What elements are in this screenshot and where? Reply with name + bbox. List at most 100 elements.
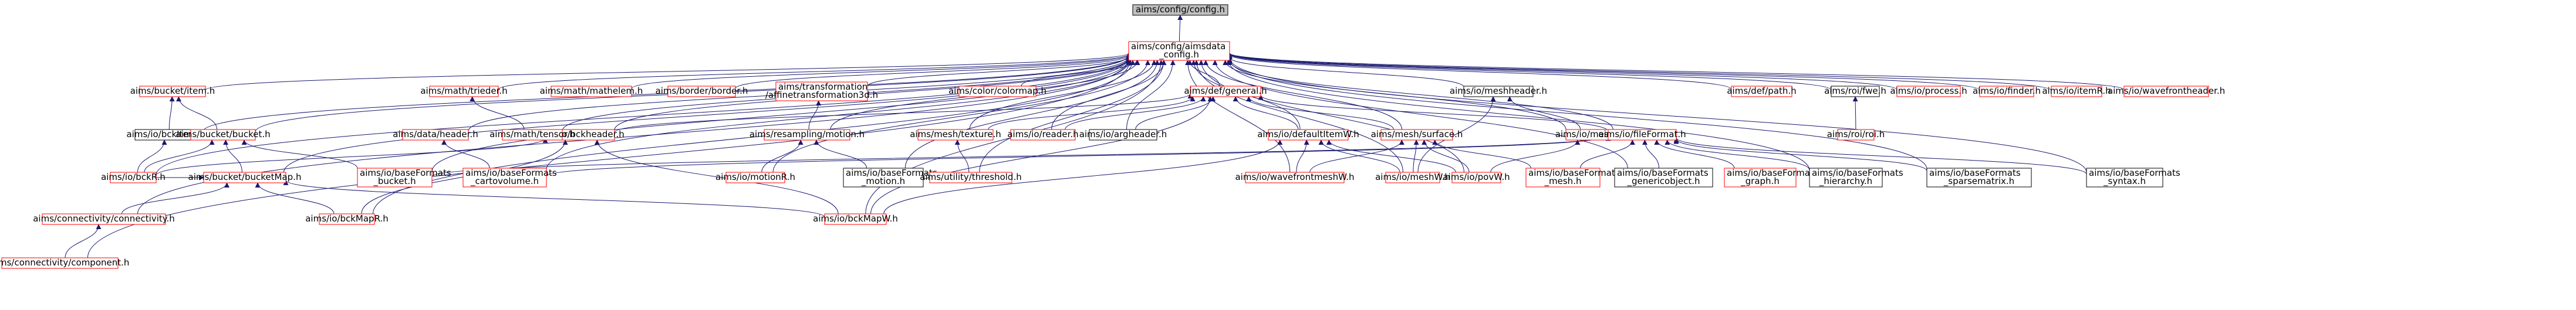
node-wavefrontheader[interactable]: aims/io/wavefrontheader.h — [2108, 86, 2225, 97]
node-iofinder[interactable]: aims/io/finder.h — [1973, 86, 2041, 97]
node-box — [110, 172, 157, 183]
edge-bckheader-to-data — [614, 57, 1132, 130]
node-connectivity[interactable]: aims/connectivity/connectivity.h — [33, 213, 175, 225]
node-colormap[interactable]: aims/color/colormap.h — [948, 86, 1046, 97]
edge-povw-to-defitemw — [1326, 139, 1456, 173]
edge-meshsurface-to-defgeneral — [1246, 96, 1394, 130]
node-mathelem[interactable]: aims/math/mathelem.h — [540, 86, 643, 97]
node-box — [42, 213, 166, 225]
node-box — [824, 213, 887, 225]
node-box — [1268, 129, 1349, 141]
node-label: /affinetransformation3d.h — [765, 90, 878, 100]
node-mathtrieder[interactable]: aims/math/trieder.h — [420, 86, 508, 97]
node-label: aims/def/path.h — [1727, 86, 1796, 96]
node-bfhierarchy[interactable]: aims/io/baseFormats_hierarchy.h — [1809, 168, 1903, 188]
node-label: aims/io/itemR.h — [2042, 86, 2111, 96]
edge-bckmapw-to-bckheader — [594, 139, 839, 214]
node-roiroi[interactable]: aims/roi/roi.h — [1827, 129, 1885, 141]
node-box — [2086, 168, 2163, 188]
node-border[interactable]: aims/border/border.h — [656, 86, 748, 97]
node-label: aims/io/reader.h — [1007, 129, 1078, 139]
node-defgeneral[interactable]: aims/def/general.h — [1184, 86, 1267, 97]
node-box — [1926, 168, 2032, 188]
node-motionr[interactable]: aims/io/motionR.h — [715, 172, 795, 183]
node-label: aims/math/mathelem.h — [540, 86, 643, 96]
node-label: aims/connectivity/component.h — [0, 257, 129, 268]
node-defitemw[interactable]: aims/io/defaultItemW.h — [1257, 129, 1359, 141]
node-bucketitem[interactable]: aims/bucket/item.h — [130, 86, 215, 97]
node-component[interactable]: aims/connectivity/component.h — [0, 257, 129, 269]
edge-argheader-to-data — [1126, 60, 1176, 130]
node-bckmapr[interactable]: aims/io/bckMapR.h — [305, 213, 389, 225]
node-fileformat[interactable]: aims/io/fileFormat.h — [1598, 129, 1686, 141]
node-label: aims/io/baseFormats — [1528, 168, 1620, 178]
node-box — [1, 257, 119, 269]
edge-wavefrontheader-to-data — [1227, 52, 2125, 90]
node-povw[interactable]: aims/io/povW.h — [1443, 172, 1510, 183]
edge-wavefrontmeshw-to-defitemw — [1296, 139, 1309, 173]
node-bfsyntax[interactable]: aims/io/baseFormats_syntax.h — [2086, 168, 2180, 188]
node-mathtensor[interactable]: aims/math/tensor.h — [489, 129, 575, 141]
node-bfmotion[interactable]: aims/io/baseFormats_motion.h — [843, 168, 937, 188]
node-label: aims/config/aimsdata — [1131, 41, 1225, 52]
node-bfgraph[interactable]: aims/io/baseFormats_graph.h — [1724, 168, 1818, 188]
edge-fileformat-to-defgeneral — [1258, 94, 1609, 132]
node-bucket[interactable]: aims/bucket/bucket.h — [175, 129, 271, 141]
edge-bckr-to-bucket — [144, 139, 215, 173]
node-box — [725, 172, 785, 183]
node-bckmapw[interactable]: aims/io/bckMapW.h — [813, 213, 898, 225]
node-meshw[interactable]: aims/io/meshW.h — [1375, 172, 1450, 183]
node-wavefrontmeshw[interactable]: aims/io/wavefrontmeshW.h — [1235, 172, 1355, 183]
edge-defitemw-to-defgeneral — [1233, 96, 1299, 130]
node-affine[interactable]: aims/transformation/affinetransformation… — [765, 81, 878, 101]
node-label: aims/io/process.h — [1890, 86, 1967, 96]
node-bfbucket[interactable]: aims/io/baseFormats_bucket.h — [357, 168, 451, 188]
node-data[interactable]: aims/config/aimsdata_config.h — [1128, 41, 1230, 61]
node-resampmotion[interactable]: aims/resampling/motion.h — [749, 129, 865, 141]
edge-border-to-data — [735, 54, 1132, 89]
node-bfgeneric[interactable]: aims/io/baseFormats_genericobject.h — [1614, 168, 1713, 188]
node-argheader[interactable]: aims/io/argheader.h — [1079, 129, 1167, 141]
edge-meshw-to-meshheader — [1417, 96, 1496, 173]
node-label: aims/mesh/texture.h — [910, 129, 1001, 139]
node-bfmesh[interactable]: aims/io/baseFormats_mesh.h — [1525, 168, 1620, 188]
node-label: aims/io/bckMapW.h — [813, 213, 898, 224]
node-box — [2123, 86, 2209, 97]
node-box — [203, 172, 286, 183]
node-label: _hierarchy.h — [1819, 176, 1872, 187]
edge-meshw-to-data — [1194, 60, 1403, 173]
node-label: aims/data/header.h — [393, 129, 478, 139]
edge-bckmapw-to-defitemw — [883, 139, 1283, 214]
edge-ioreader-to-data — [1051, 60, 1167, 130]
edge-affine-to-data — [867, 56, 1132, 87]
node-bfcartovolume[interactable]: aims/io/baseFormats_cartovolume.h — [462, 168, 557, 188]
node-dataheader[interactable]: aims/data/header.h — [393, 129, 478, 141]
node-bfsparse[interactable]: aims/io/baseFormats_sparsematrix.h — [1926, 168, 2032, 188]
node-box — [1089, 129, 1157, 141]
node-bckitemr[interactable]: aims/io/bckItemR.h — [126, 129, 211, 141]
node-bckr[interactable]: aims/io/bckR.h — [101, 172, 166, 183]
node-meshtexture[interactable]: aims/mesh/texture.h — [910, 129, 1001, 141]
node-box — [402, 129, 469, 141]
edge-argheader-to-defgeneral — [1135, 96, 1216, 130]
edge-bfbucket-to-bucket — [241, 139, 358, 169]
node-roifile[interactable]: aims/roi/fwe.h — [1824, 86, 1886, 97]
node-box — [2051, 86, 2102, 97]
node-ioitemr[interactable]: aims/io/itemR.h — [2042, 86, 2111, 97]
node-meshsurface[interactable]: aims/mesh/surface.h — [1371, 129, 1463, 141]
edge-bfsparse-to-data — [1227, 58, 1927, 169]
node-bucketmap[interactable]: aims/bucket/bucketMap.h — [188, 172, 302, 183]
edge-bucketitem-to-data — [205, 52, 1132, 91]
node-threshold[interactable]: aims/utility/threshold.h — [920, 172, 1022, 183]
node-ioreader[interactable]: aims/io/reader.h — [1007, 129, 1079, 141]
node-label: aims/io/povW.h — [1443, 172, 1510, 182]
edge-fileformat-to-data — [1227, 59, 1613, 130]
node-label: aims/config/config.h — [1136, 4, 1225, 15]
node-defpath[interactable]: aims/def/path.h — [1727, 86, 1797, 97]
node-ioprocess[interactable]: aims/io/process.h — [1890, 86, 1967, 97]
node-label: aims/io/bckMapR.h — [305, 213, 389, 224]
node-label: aims/connectivity/connectivity.h — [33, 213, 175, 224]
node-box — [917, 129, 994, 141]
edge-bfhierarchy-to-data — [1225, 60, 1810, 171]
node-meshheader[interactable]: aims/io/meshheader.h — [1450, 86, 1547, 97]
